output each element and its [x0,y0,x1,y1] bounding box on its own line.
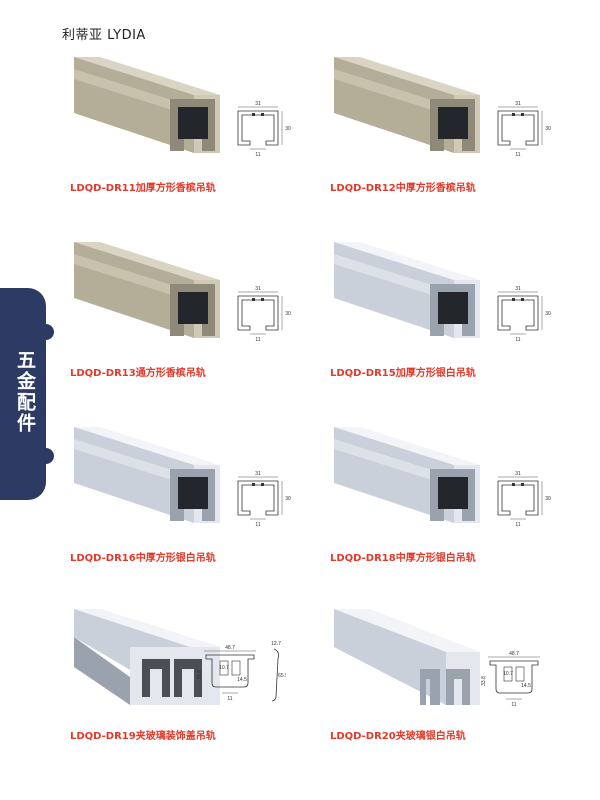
rail-photo [334,427,480,523]
product-caption: LDQD-DR11加厚方形香槟吊轨 [70,183,216,194]
product-caption: LDQD-DR12中厚方形香槟吊轨 [330,183,476,194]
dim-width: 31 [255,286,261,292]
cross-section-diagram: 31 30 11 [497,286,551,343]
dim-cover-height: 65.5 [278,673,286,679]
product-caption: LDQD-DR19夹玻璃装饰盖吊轨 [70,731,216,742]
section-tab [0,288,54,500]
brand-logo: 利蒂亚 LYDIA [62,28,146,43]
rail-photo [334,609,480,705]
dim-width: 31 [255,471,261,477]
cross-section-diagram: 48.7 10.7 14.5 33.8 11 12.7 65.5 [197,641,286,702]
dim-side: 14.5 [521,683,531,689]
dim-height: 33.8 [481,676,487,686]
dim-height: 30 [285,311,291,317]
dim-width: 48.7 [225,645,235,651]
dim-opening: 11 [255,152,260,158]
dim-width: 31 [515,471,521,477]
dim-opening: 11 [511,702,516,708]
rail-photo [334,242,480,338]
cross-section-diagram: 31 30 11 [237,101,291,158]
dim-inner: 10.7 [219,665,229,671]
dim-height: 30 [545,311,551,317]
dim-cover-top: 12.7 [271,641,281,647]
dim-opening: 11 [515,337,520,343]
dim-height: 30 [285,496,291,502]
dim-height: 30 [285,126,291,132]
dim-inner: 10.7 [503,671,513,677]
rail-photo [74,609,220,705]
product-caption: LDQD-DR13通方形香槟吊轨 [70,368,206,379]
dim-side: 14.5 [237,677,247,683]
cross-section-diagram: 48.7 10.7 14.5 33.8 11 [481,651,540,708]
product-caption: LDQD-DR16中厚方形银白吊轨 [70,553,216,564]
dim-width: 48.7 [509,651,519,657]
cross-section-diagram: 31 30 11 [497,101,551,158]
dim-height: 30 [545,126,551,132]
rail-photo [74,427,220,523]
dim-opening: 11 [515,522,520,528]
product-card: 48.7 10.7 14.5 33.8 11 12.7 65.5LDQD-DR1… [70,607,300,757]
cross-section-diagram: 31 30 11 [497,471,551,528]
dim-width: 31 [515,286,521,292]
dim-opening: 11 [255,337,260,343]
rail-photo [74,242,220,338]
dim-width: 31 [255,101,261,107]
dim-opening: 11 [227,696,232,702]
section-tab-label: 五金配件 [14,350,36,434]
dim-height: 30 [545,496,551,502]
cross-section-diagram: 31 30 11 [237,286,291,343]
product-caption: LDQD-DR15加厚方形银白吊轨 [330,368,476,379]
dim-opening: 11 [255,522,260,528]
dim-height: 33.8 [197,670,203,680]
rail-photo [334,57,480,153]
dim-opening: 11 [515,152,520,158]
product-caption: LDQD-DR20夹玻璃银白吊轨 [330,731,466,742]
cross-section-diagram: 31 30 11 [237,471,291,528]
product-card: 48.7 10.7 14.5 33.8 11 LDQD-DR20夹玻璃银白吊轨 [330,607,560,757]
dim-width: 31 [515,101,521,107]
rail-photo [74,57,220,153]
product-caption: LDQD-DR18中厚方形银白吊轨 [330,553,476,564]
